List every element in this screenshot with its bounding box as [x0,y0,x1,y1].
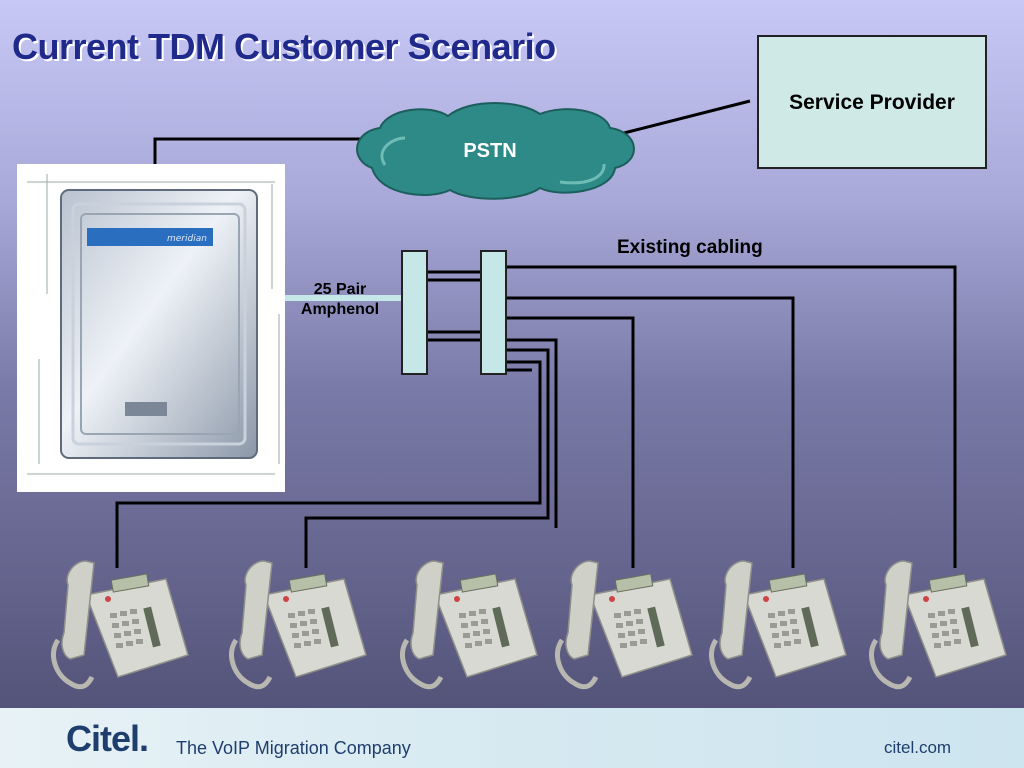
pbx-cabinet: meridian [17,164,285,492]
cable-phone-6 [507,265,957,568]
citel-logo: Citel. [66,718,149,759]
cable-phone-2 [304,348,550,568]
service-provider-box: Service Provider [757,35,987,169]
pstn-cloud-icon [356,102,635,200]
footer-tagline: The VoIP Migration Company [176,738,411,758]
desk-phone-icon [866,555,1014,695]
amphenol-label-line1: 25 Pair [313,281,367,298]
desk-phone-icon [552,555,700,695]
pstn-to-provider-line [623,99,751,135]
amphenol-label: 25 Pair Amphenol [288,280,392,320]
slide: Current TDM Customer Scenario [0,0,1024,708]
amphenol-label-line2: Amphenol [300,301,380,318]
pbx-nameplate: meridian [167,234,207,244]
patch-block-right [480,250,507,375]
desk-phone-icon [48,555,196,695]
pstn-label: PSTN [463,140,517,162]
desk-phone-icon [397,555,545,695]
desk-phone-icon [706,555,854,695]
connection-lines [115,99,957,568]
footer-bar: Citel. The VoIP Migration Company citel.… [0,708,1024,768]
pbx-cabinet-icon: meridian [27,174,280,475]
existing-cabling-label: Existing cabling [617,237,763,258]
service-provider-label: Service Provider [789,91,955,114]
cable-phone-5 [507,296,795,568]
cable-phone-4 [507,316,635,568]
patch-block-left [401,250,428,375]
footer-website: citel.com [884,738,952,757]
desk-phone-icon [226,555,374,695]
cable-phone-3 [507,338,558,528]
cable-phone-1 [115,360,542,568]
slide-title: Current TDM Customer Scenario [12,26,556,67]
